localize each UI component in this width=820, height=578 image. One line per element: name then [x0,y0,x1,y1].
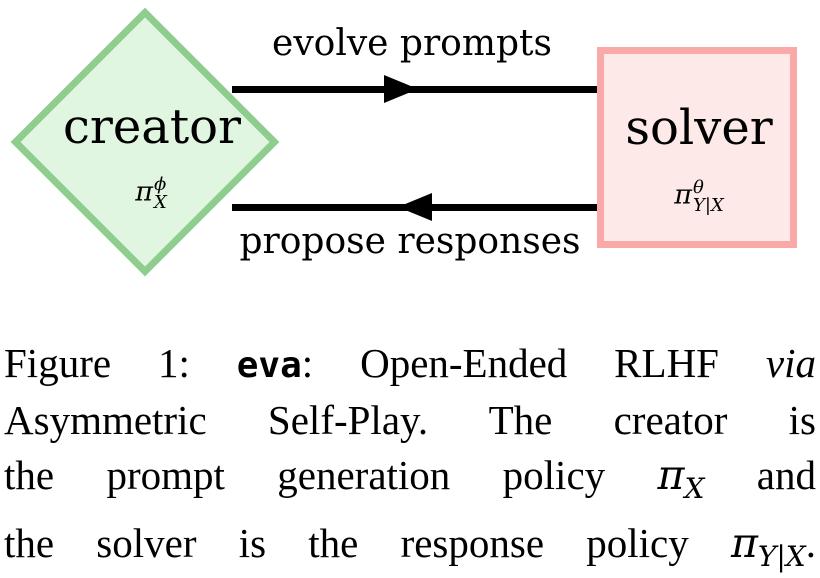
solver-policy-pi: π [674,179,692,211]
propose-responses-arrowhead-icon [398,193,432,221]
figure-caption: Figure 1: eva: Open-Ended RLHF via Asymm… [4,336,816,578]
creator-policy-superscript: ϕ [153,174,167,195]
propose-responses-label: propose responses [239,221,581,262]
caption-line-1: Figure 1: eva: Open-Ended RLHF via [4,336,816,393]
creator-policy-pi: π [135,176,153,208]
caption-line-4-text: the solver is the response policy [4,520,731,566]
solver-node-shape [597,47,797,248]
caption-line-4-end: . [805,520,816,566]
caption-solver-policy-pi: π [730,519,758,567]
caption-line-1-text: : Open-Ended RLHF [301,340,766,386]
solver-node-label: solver [625,100,773,156]
creator-node-label: creator [63,99,241,155]
caption-figure-number: Figure 1: [4,340,237,386]
creator-policy-subscript: X [153,192,167,213]
evolve-prompts-arrowhead-icon [384,75,418,103]
solver-policy-superscript: θ [692,177,704,198]
evolve-prompts-label: evolve prompts [272,23,552,64]
caption-method-name: eva [236,345,302,386]
caption-line-3-text: the prompt generation policy [4,452,658,498]
caption-line-3: the prompt generation policy πX and [4,448,816,516]
caption-solver-policy-subscript: Y|X [757,540,806,573]
caption-creator-policy-subscript: X [684,472,705,505]
caption-line-3-end: and [704,452,816,498]
caption-line-4: the solver is the response policy πY|X. [4,516,816,578]
caption-line-2: Asymmetric Self-Play. The creator is [4,397,816,443]
caption-creator-policy-pi: π [657,451,685,499]
solver-policy-subscript: Y|X [692,195,724,216]
caption-via-italic: via [765,340,816,386]
